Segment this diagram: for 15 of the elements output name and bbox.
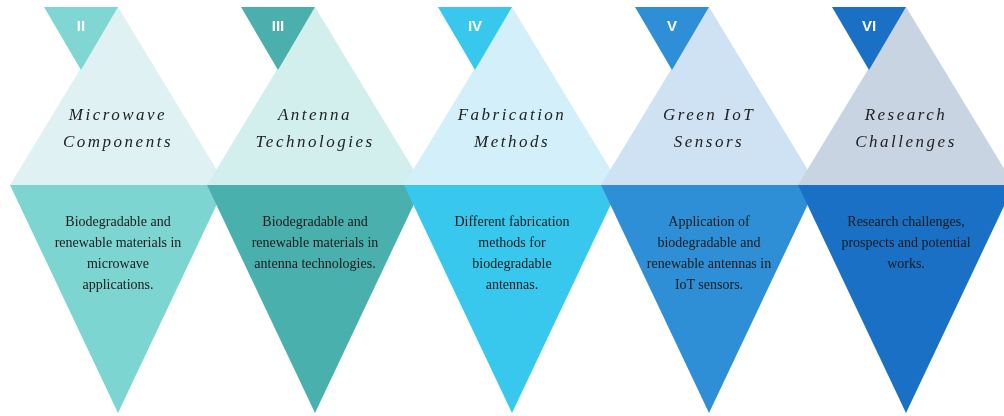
step-title: Fabrication Methods (456, 104, 568, 153)
step-numeral: IV (466, 17, 484, 34)
step-numeral: V (666, 17, 678, 34)
step-description: Application of biodegradable and renewable antennas in IoT sensors. (645, 213, 773, 294)
step-description: Different fabrication methods for biodegradable antennas. (453, 213, 571, 294)
step-numeral: III (270, 17, 286, 34)
step-numeral: VI (860, 17, 878, 34)
step-title: Antenna Technologies (254, 104, 376, 153)
step-description: Biodegradable and renewable materials in microwave applications. (53, 213, 183, 294)
step-numeral: II (75, 17, 87, 34)
step-title: Microwave Components (62, 104, 174, 153)
step-description: Biodegradable and renewable materials in antenna technologies. (250, 213, 380, 273)
step-title: Research Challenges (854, 104, 958, 153)
step-description: Research challenges, prospects and potential works. (840, 213, 972, 273)
step-title: Green IoT Sensors (661, 104, 757, 153)
